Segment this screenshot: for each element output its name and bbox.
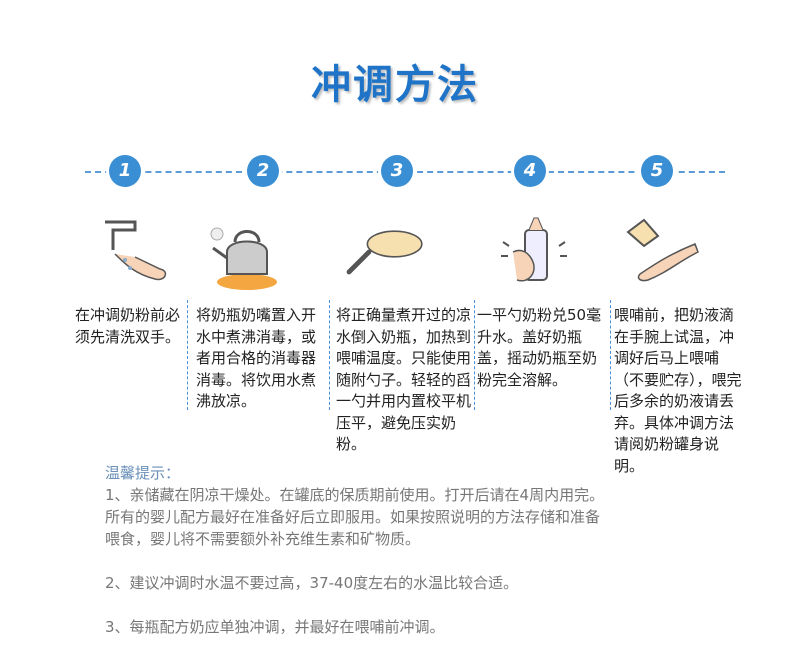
hand-washing-icon (105, 220, 167, 281)
boiling-kettle-icon (210, 227, 277, 290)
page-title: 冲调方法 (311, 62, 479, 108)
tip-line: 3、每瓶配方奶应单独冲调，并最好在喂哺前冲调。 (105, 618, 445, 636)
step-number-4: 4 (514, 155, 546, 187)
tips-section: 温馨提示： 1、亲储藏在阴凉干燥处。在罐底的保质期前使用。打开后请在4周内用完。… (105, 462, 604, 638)
step-1-text: 在冲调奶粉前必须先清洗双手。 (75, 306, 181, 346)
wrist-test-icon (626, 218, 699, 282)
divider (329, 300, 330, 410)
step-4-text: 一平勺奶粉兑50毫升水。盖好奶瓶盖，摇动奶瓶至奶粉完全溶解。 (477, 306, 602, 389)
step-number-3: 3 (381, 155, 413, 187)
divider (474, 300, 475, 410)
step-number-1: 1 (109, 155, 141, 187)
tip-line: 2、建议冲调时水温不要过高，37-40度左右的水温比较合适。 (105, 574, 519, 592)
tip-line: 所有的婴儿配方最好在准备好后立即服用。如果按照说明的方法存储和准备 (105, 508, 601, 526)
step-number-2: 2 (247, 155, 279, 187)
tips-label: 温馨提示： (105, 464, 181, 482)
step-5-text: 喂哺前，把奶液滴在手腕上试温，冲调好后马上喂哺（不要贮存），喂完后多余的奶液请丢… (614, 306, 742, 475)
shaking-bottle-icon (501, 217, 567, 282)
step-2-text: 将奶瓶奶嘴置入开水中煮沸消毒，或者用合格的消毒器消毒。将饮用水煮沸放凉。 (196, 306, 317, 410)
tip-line: 喂食，婴儿将不需要额外补充维生素和矿物质。 (105, 530, 421, 548)
tip-line: 1、亲储藏在阴凉干燥处。在罐底的保质期前使用。打开后请在4周内用完。 (105, 486, 605, 504)
divider (187, 300, 188, 410)
divider (610, 300, 611, 410)
measuring-scoop-icon (346, 230, 423, 275)
step-number-5: 5 (641, 155, 673, 187)
step-3-text: 将正确量煮开过的凉水倒入奶瓶，加热到喂哺温度。只能使用随附勺子。轻轻的舀一勺并用… (336, 306, 472, 453)
